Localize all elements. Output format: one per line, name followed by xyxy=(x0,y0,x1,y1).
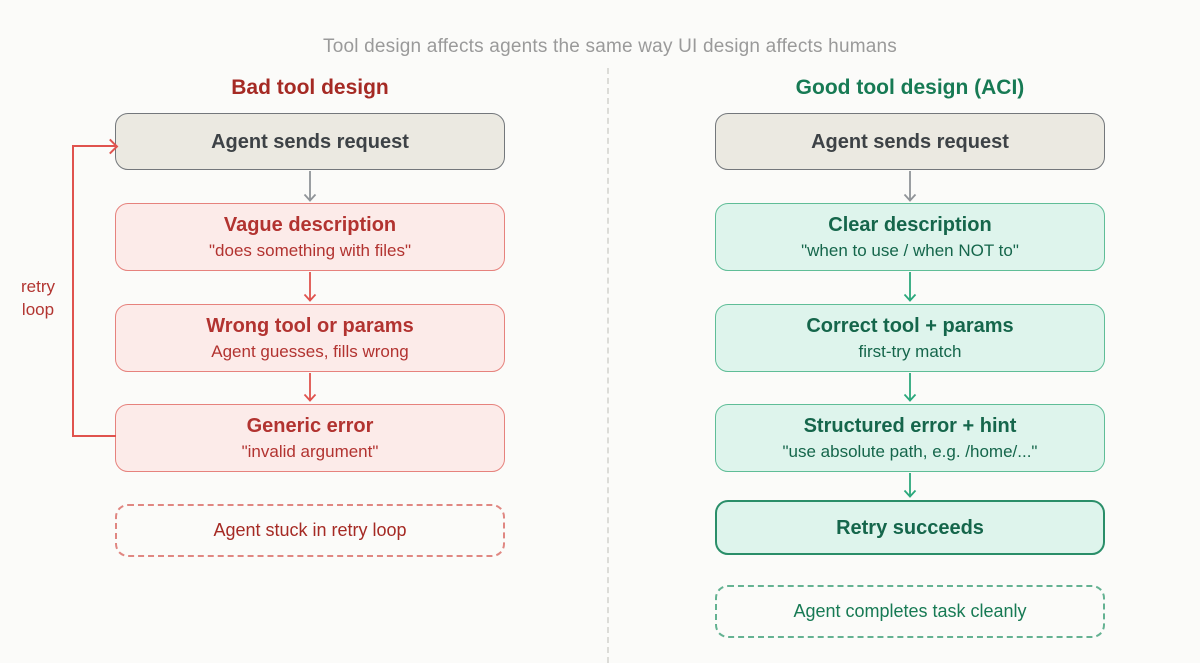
arrow-down-icon xyxy=(903,473,917,498)
column-header-bad: Bad tool design xyxy=(231,76,389,99)
node-generic-error: Generic error "invalid argument" xyxy=(115,404,505,472)
column-header-good: Good tool design (ACI) xyxy=(795,76,1025,99)
node-title: Correct tool + params xyxy=(806,314,1014,337)
outcome-text: Agent completes task cleanly xyxy=(793,601,1027,621)
outcome-text: Agent stuck in retry loop xyxy=(213,520,407,540)
retry-loop-arrow xyxy=(72,145,116,437)
arrow-down-icon xyxy=(903,171,917,202)
node-title: Vague description xyxy=(223,213,397,236)
node-title: Agent sends request xyxy=(811,130,1009,153)
node-agent-sends-request-good: Agent sends request xyxy=(715,113,1105,170)
node-subtitle: "use absolute path, e.g. /home/..." xyxy=(782,441,1038,461)
node-title: Retry succeeds xyxy=(836,516,984,539)
node-title: Wrong tool or params xyxy=(206,314,414,337)
center-divider xyxy=(607,68,609,663)
node-title: Clear description xyxy=(828,213,992,236)
node-subtitle: Agent guesses, fills wrong xyxy=(211,341,409,361)
arrow-down-icon xyxy=(303,272,317,302)
node-title: Generic error xyxy=(246,414,374,437)
node-subtitle: first-try match xyxy=(858,341,962,361)
arrow-down-icon xyxy=(303,171,317,202)
retry-loop-label: retry loop xyxy=(21,277,55,319)
node-title: Structured error + hint xyxy=(803,414,1017,437)
node-vague-description: Vague description "does something with f… xyxy=(115,203,505,271)
node-structured-error-hint: Structured error + hint "use absolute pa… xyxy=(715,404,1105,472)
node-subtitle: "invalid argument" xyxy=(241,441,379,461)
node-subtitle: "when to use / when NOT to" xyxy=(801,240,1019,260)
node-clear-description: Clear description "when to use / when NO… xyxy=(715,203,1105,271)
diagram-title: Tool design affects agents the same way … xyxy=(323,36,897,57)
node-correct-tool-params: Correct tool + params first-try match xyxy=(715,304,1105,372)
node-title: Agent sends request xyxy=(211,130,409,153)
node-subtitle: "does something with files" xyxy=(209,240,411,260)
node-agent-sends-request-bad: Agent sends request xyxy=(115,113,505,170)
outcome-good: Agent completes task cleanly xyxy=(715,585,1105,638)
arrow-down-icon xyxy=(303,373,317,402)
outcome-bad: Agent stuck in retry loop xyxy=(115,504,505,557)
arrow-down-icon xyxy=(903,272,917,302)
node-wrong-tool-or-params: Wrong tool or params Agent guesses, fill… xyxy=(115,304,505,372)
arrow-down-icon xyxy=(903,373,917,402)
node-retry-succeeds: Retry succeeds xyxy=(715,500,1105,555)
